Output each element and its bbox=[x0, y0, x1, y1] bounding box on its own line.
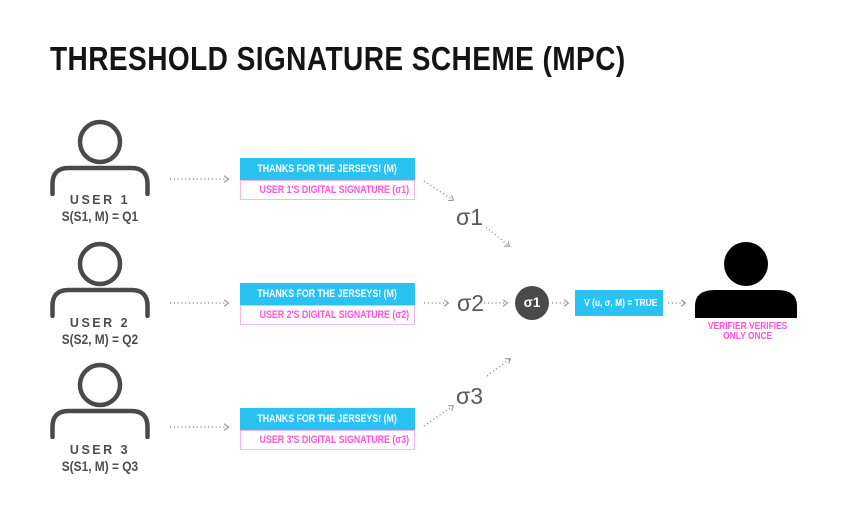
verifier-person-filled-icon bbox=[695, 242, 797, 318]
verifier-caption-line2: ONLY ONCE bbox=[723, 329, 773, 342]
signature-2-text: USER 2'S DIGITAL SIGNATURE (σ2) bbox=[240, 305, 415, 325]
user-1-formula: S(S1, M) = Q1 bbox=[61, 208, 139, 224]
page-title: THRESHOLD SIGNATURE SCHEME (MPC) bbox=[50, 40, 626, 77]
user-2-label: USER 2 bbox=[69, 316, 131, 330]
sigma1-label: σ1 bbox=[456, 204, 483, 230]
user-3-label: USER 3 bbox=[69, 443, 131, 457]
message-3-text: THANKS FOR THE JERSEYS! (M) bbox=[240, 408, 415, 430]
sigma3-label: σ3 bbox=[456, 383, 483, 409]
user-1-person-outline-icon bbox=[50, 119, 150, 196]
message-1-text: THANKS FOR THE JERSEYS! (M) bbox=[240, 158, 415, 180]
sigma2-label: σ2 bbox=[457, 290, 484, 316]
verifier-caption: VERIFIER VERIFIES ONLY ONCE bbox=[688, 320, 808, 342]
arrow-message3-to-sigma3 bbox=[423, 404, 455, 427]
arrow-message1-to-sigma1 bbox=[423, 180, 455, 202]
user-2-formula: S(S2, M) = Q2 bbox=[61, 331, 139, 347]
message-2-text: THANKS FOR THE JERSEYS! (M) bbox=[240, 283, 415, 305]
signature-1-text: USER 1'S DIGITAL SIGNATURE (σ1) bbox=[240, 180, 415, 200]
user-3-formula: S(S1, M) = Q3 bbox=[61, 458, 139, 474]
user-2-person-outline-icon bbox=[50, 241, 150, 318]
verifier-caption-line1: VERIFIER VERIFIES bbox=[708, 320, 788, 332]
arrow-sigma3-to-combiner bbox=[486, 358, 512, 377]
combined-signature-node: σ1 bbox=[515, 286, 549, 320]
message-box-3: THANKS FOR THE JERSEYS! (M) USER 3'S DIG… bbox=[240, 408, 415, 450]
user-3-person-outline-icon bbox=[50, 362, 150, 439]
arrow-sigma1-to-combiner bbox=[485, 226, 511, 247]
message-box-1: THANKS FOR THE JERSEYS! (M) USER 1'S DIG… bbox=[240, 158, 415, 200]
user-1-label: USER 1 bbox=[69, 193, 131, 207]
signature-3-text: USER 3'S DIGITAL SIGNATURE (σ3) bbox=[240, 430, 415, 450]
verification-box: V (u, σ, M) = TRUE bbox=[575, 290, 663, 316]
message-box-2: THANKS FOR THE JERSEYS! (M) USER 2'S DIG… bbox=[240, 283, 415, 325]
